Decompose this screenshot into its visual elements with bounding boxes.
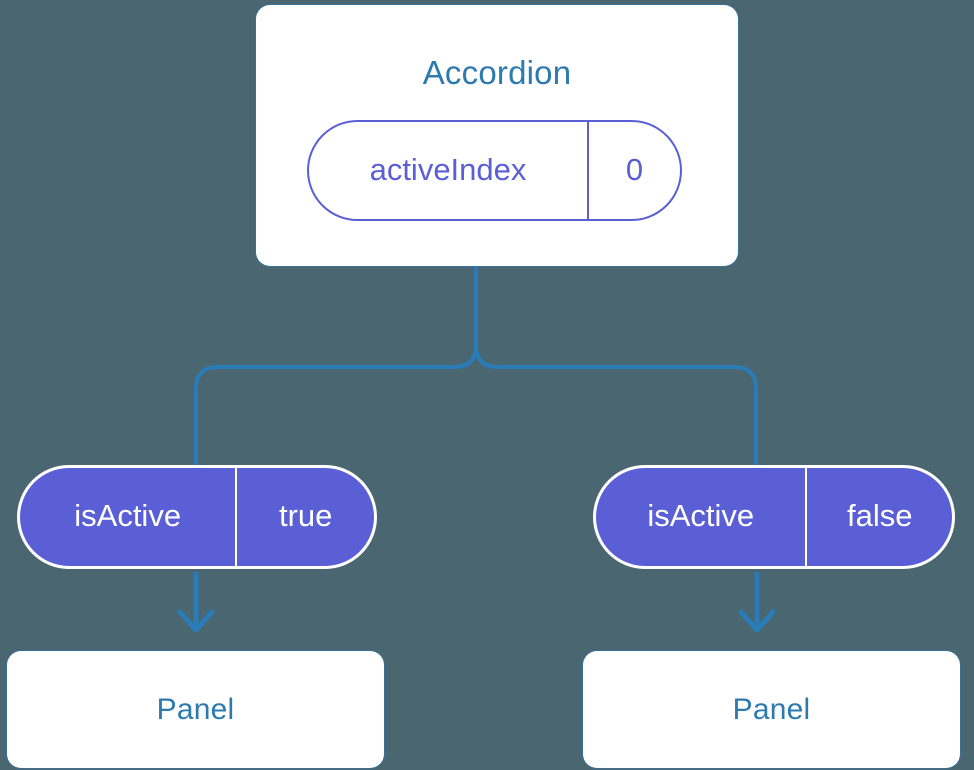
props-pill-right-isactive[interactable]: isActive false [593,465,955,569]
props-pill-left-value: true [235,468,374,566]
props-pill-right-key: isActive [647,498,755,533]
panel-component-card-left[interactable]: Panel [7,651,384,768]
panel-component-card-right[interactable]: Panel [583,651,960,768]
connector-branch-right [474,344,758,465]
arrow-left-props-to-panel [177,572,215,633]
panel-card-left-title: Panel [156,692,235,726]
props-pill-right-value: false [805,468,952,566]
arrow-right-props-to-panel [738,572,776,633]
state-pill-activeindex[interactable]: activeIndex 0 [307,120,682,221]
props-pill-left-key: isActive [74,498,182,533]
state-pill-value: 0 [586,122,680,219]
accordion-card-title: Accordion [422,54,572,91]
panel-card-right-title: Panel [732,692,811,726]
props-pill-left-isactive[interactable]: isActive true [17,465,377,569]
state-pill-key: activeIndex [369,151,527,187]
connector-branch-left [194,344,478,465]
